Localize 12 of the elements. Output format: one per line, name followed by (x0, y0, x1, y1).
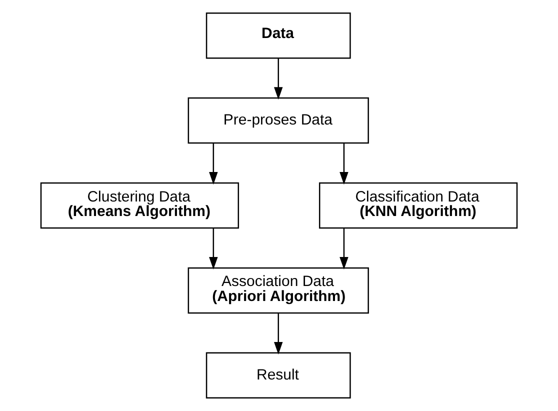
node-box: Clustering Data (Kmeans Algorithm) (40, 182, 240, 229)
arrow (209, 228, 218, 270)
node-box: Data (206, 12, 351, 59)
node-box: Association Data (Apriori Algorithm) (188, 267, 369, 314)
arrow (274, 58, 283, 100)
node-box: Pre-proses Data (188, 97, 369, 144)
node-box: Classification Data (KNN Algorithm) (318, 182, 518, 229)
arrow (209, 143, 218, 185)
node-box: Result (206, 352, 351, 399)
arrow (340, 143, 348, 185)
arrow (274, 313, 283, 354)
arrow (340, 228, 348, 270)
